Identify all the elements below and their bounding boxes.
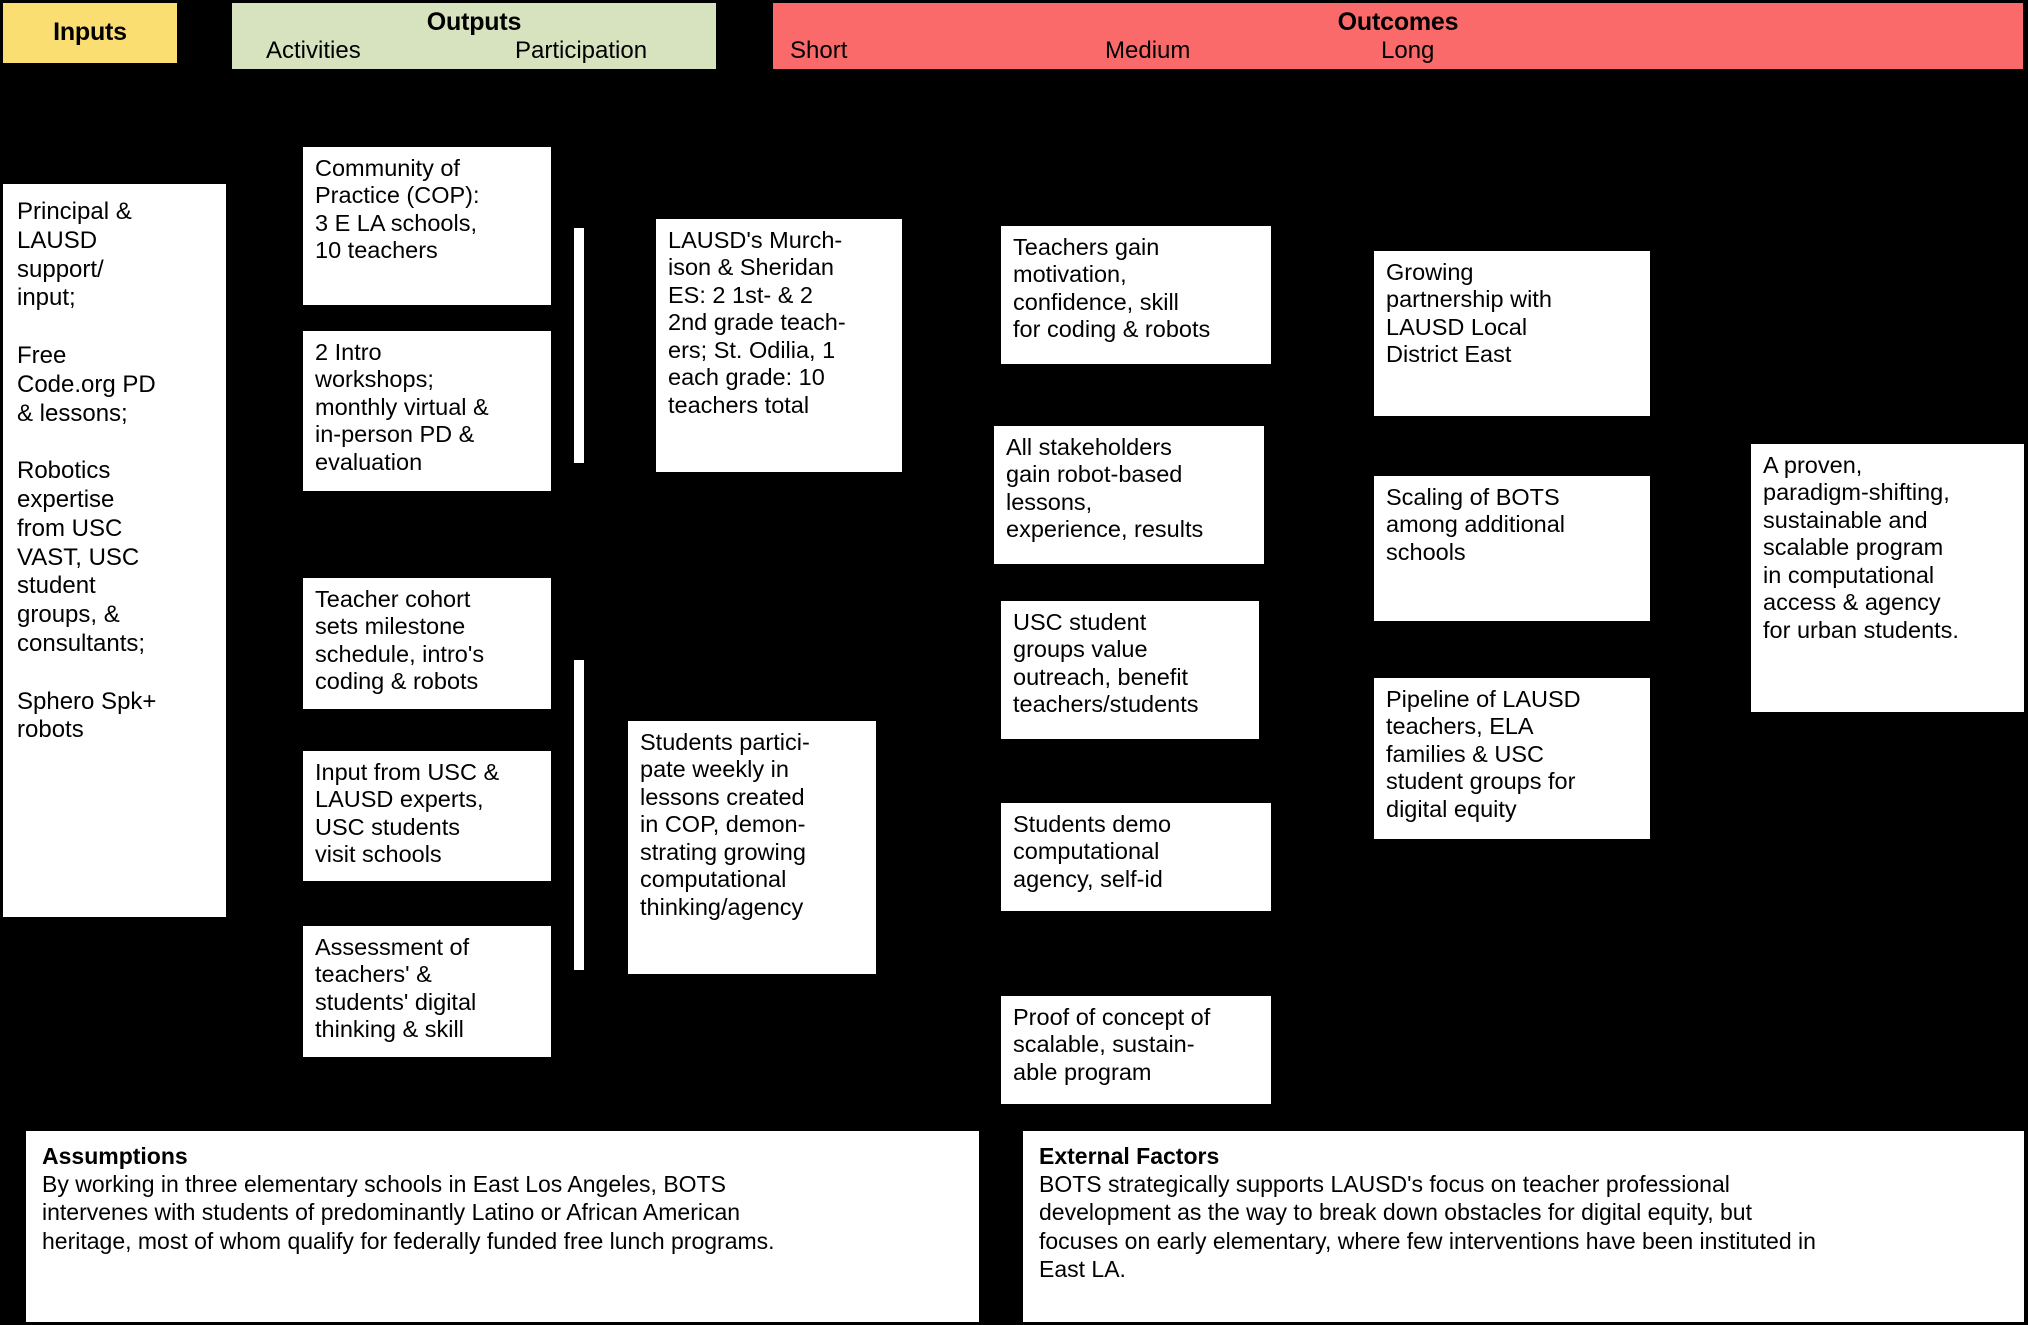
header-outcomes-subrow: Short Medium Long [773, 37, 2023, 67]
participation-box-weekly-lessons: Students partici- pate weekly in lessons… [627, 720, 877, 975]
outcome-short-box-proof: Proof of concept of scalable, sustain- a… [1000, 995, 1272, 1105]
footer-assumptions-body: By working in three elementary schools i… [42, 1171, 775, 1254]
outcome-short-box-students-demo: Students demo computational agency, self… [1000, 802, 1272, 912]
activity-box-input-experts: Input from USC & LAUSD experts, USC stud… [302, 750, 552, 882]
footer-external-factors-title: External Factors [1039, 1143, 1220, 1169]
footer-assumptions-title: Assumptions [42, 1143, 188, 1169]
outcome-medium-box-partnership: Growing partnership with LAUSD Local Dis… [1373, 250, 1651, 417]
activity-box-assessment: Assessment of teachers' & students' digi… [302, 925, 552, 1058]
footer-external-factors: External Factors BOTS strategically supp… [1022, 1130, 2025, 1323]
participation-box-schools: LAUSD's Murch- ison & Sheridan ES: 2 1st… [655, 218, 903, 473]
outcome-short-box-usc-groups: USC student groups value outreach, benef… [1000, 600, 1260, 740]
bracket-connector-upper [574, 228, 584, 463]
header-outputs: Outputs Activities Participation [231, 2, 717, 70]
activity-box-cop: Community of Practice (COP): 3 E LA scho… [302, 146, 552, 306]
bracket-connector-lower [574, 660, 584, 970]
outcome-short-box-teachers-gain: Teachers gain motivation, confidence, sk… [1000, 225, 1272, 365]
outcome-long-box-proven-program: A proven, paradigm-shifting, sustainable… [1750, 443, 2025, 713]
header-inputs: Inputs [2, 2, 178, 64]
footer-external-factors-body: BOTS strategically supports LAUSD's focu… [1039, 1171, 1816, 1282]
outcome-medium-box-scaling: Scaling of BOTS among additional schools [1373, 475, 1651, 622]
outcome-medium-box-pipeline: Pipeline of LAUSD teachers, ELA families… [1373, 677, 1651, 840]
header-subtitle-medium: Medium [1105, 37, 1191, 65]
header-subtitle-short: Short [790, 37, 848, 65]
activity-box-workshops: 2 Intro workshops; monthly virtual & in-… [302, 330, 552, 492]
header-outcomes: Outcomes Short Medium Long [772, 2, 2024, 70]
outcome-short-box-stakeholders: All stakeholders gain robot-based lesson… [993, 425, 1265, 565]
header-inputs-title: Inputs [53, 18, 127, 46]
inputs-box: Principal & LAUSD support/ input; Free C… [2, 183, 227, 918]
header-outcomes-title: Outcomes [1337, 8, 1459, 36]
activity-box-cohort: Teacher cohort sets milestone schedule, … [302, 577, 552, 710]
header-subtitle-activities: Activities [266, 37, 361, 65]
header-subtitle-participation: Participation [515, 37, 648, 65]
footer-assumptions: Assumptions By working in three elementa… [25, 1130, 980, 1323]
header-outputs-title: Outputs [426, 8, 522, 36]
header-outputs-subrow: Activities Participation [232, 37, 716, 67]
header-subtitle-long: Long [1381, 37, 1435, 65]
